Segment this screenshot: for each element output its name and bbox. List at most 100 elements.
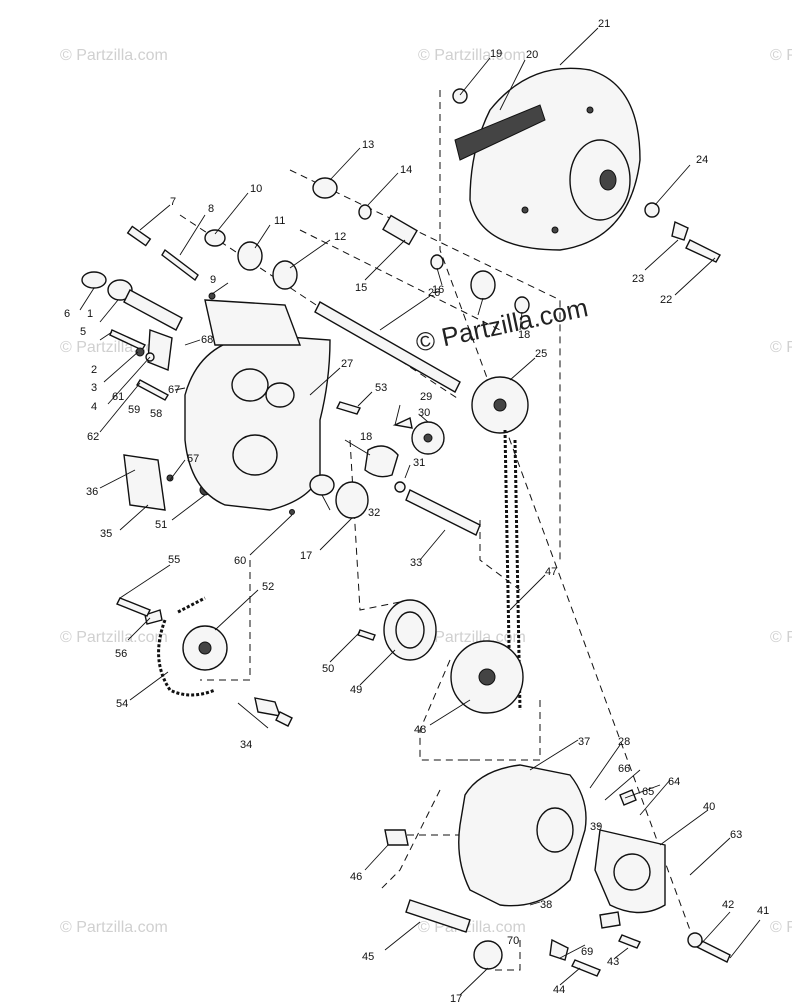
callout-64: 64 bbox=[668, 776, 680, 788]
snap-ring bbox=[394, 481, 406, 493]
gear-center bbox=[395, 611, 425, 649]
drive-chain bbox=[177, 596, 206, 614]
callout-27: 27 bbox=[341, 358, 353, 370]
drive-belt bbox=[454, 104, 546, 161]
callout-33: 33 bbox=[410, 557, 422, 569]
callout-59: 59 bbox=[128, 404, 140, 416]
bolt bbox=[208, 292, 216, 300]
callout-17-lower: 17 bbox=[450, 993, 462, 1005]
callout-63: 63 bbox=[730, 829, 742, 841]
shift-arm bbox=[123, 289, 183, 331]
gear-hub bbox=[423, 433, 433, 443]
gasket-hole bbox=[613, 853, 651, 891]
callout-68: 68 bbox=[201, 334, 213, 346]
dash-line bbox=[379, 789, 441, 891]
callout-34: 34 bbox=[240, 739, 252, 751]
spacer bbox=[382, 214, 418, 246]
callout-65: 65 bbox=[642, 786, 654, 798]
callout-2: 2 bbox=[91, 364, 97, 376]
callout-69: 69 bbox=[581, 946, 593, 958]
callout-9: 9 bbox=[210, 274, 216, 286]
washer bbox=[81, 271, 107, 289]
nut bbox=[135, 347, 145, 357]
assembly-lines bbox=[179, 90, 691, 971]
watermark: © Partzilla.com bbox=[770, 47, 792, 64]
callout-11: 11 bbox=[274, 215, 285, 227]
case-bore bbox=[265, 382, 295, 408]
sprocket bbox=[272, 260, 298, 290]
clutch-bore bbox=[599, 169, 617, 191]
dash-line bbox=[200, 560, 251, 681]
watermark: © Partzilla.com bbox=[418, 629, 526, 646]
input-shaft bbox=[314, 301, 461, 393]
callout-7: 7 bbox=[170, 196, 176, 208]
dash-line bbox=[479, 520, 521, 591]
callout-70: 70 bbox=[507, 935, 519, 947]
dash-line bbox=[299, 229, 501, 331]
bearing bbox=[473, 940, 503, 970]
callout-58: 58 bbox=[150, 408, 162, 420]
callout-12: 12 bbox=[334, 231, 346, 243]
lower-gears bbox=[357, 599, 524, 714]
callout-labels: 1 2 3 4 5 6 7 8 9 10 11 12 13 14 15 16 1… bbox=[64, 18, 769, 1005]
callout-53: 53 bbox=[375, 382, 387, 394]
callout-31: 31 bbox=[413, 457, 425, 469]
callout-28: 28 bbox=[618, 736, 630, 748]
middle-parts bbox=[309, 416, 481, 536]
clutch-bolt-hole bbox=[551, 226, 559, 234]
callout-38: 38 bbox=[540, 899, 552, 911]
callout-42: 42 bbox=[722, 899, 734, 911]
pin bbox=[161, 248, 199, 282]
drive-clutch bbox=[452, 67, 721, 263]
dash-line bbox=[490, 940, 521, 971]
callout-52: 52 bbox=[262, 581, 274, 593]
seal bbox=[309, 474, 335, 496]
case-bore bbox=[232, 434, 278, 476]
callout-60: 60 bbox=[234, 555, 246, 567]
bolt bbox=[136, 379, 169, 401]
callout-19: 19 bbox=[490, 48, 502, 60]
callout-39: 39 bbox=[590, 821, 602, 833]
bearing bbox=[470, 270, 496, 300]
callout-18-mid: 18 bbox=[360, 431, 372, 443]
callout-49: 49 bbox=[350, 684, 362, 696]
watermark-group: © Partzilla.com © Partzilla.com © Partzi… bbox=[60, 47, 792, 936]
callout-29: 29 bbox=[420, 391, 432, 403]
callout-10: 10 bbox=[250, 183, 262, 195]
callout-23: 23 bbox=[632, 273, 644, 285]
callout-15: 15 bbox=[355, 282, 367, 294]
callout-61: 61 bbox=[112, 391, 124, 403]
clip bbox=[619, 789, 637, 806]
clutch-bolt-hole bbox=[586, 106, 594, 114]
watermark: © Partzilla.com bbox=[770, 629, 792, 646]
clutch-bolt-hole bbox=[521, 206, 529, 214]
dog bbox=[392, 416, 413, 429]
callout-32: 32 bbox=[368, 507, 380, 519]
callout-24: 24 bbox=[696, 154, 708, 166]
shift-fork bbox=[364, 445, 399, 478]
case-half bbox=[184, 334, 331, 511]
callout-22: 22 bbox=[660, 294, 672, 306]
upper-shaft-parts bbox=[126, 177, 530, 711]
tensioner bbox=[144, 609, 163, 625]
callout-67: 67 bbox=[168, 384, 180, 396]
sprocket-hub bbox=[198, 641, 212, 655]
seal bbox=[204, 229, 226, 247]
leader-lines bbox=[79, 27, 761, 996]
callout-66: 66 bbox=[618, 763, 630, 775]
dash-line bbox=[289, 169, 561, 560]
case-bore bbox=[231, 368, 269, 402]
callout-4: 4 bbox=[91, 401, 97, 413]
bolt bbox=[166, 474, 174, 482]
washer bbox=[687, 932, 703, 948]
dash-line bbox=[179, 214, 461, 401]
callout-13: 13 bbox=[362, 139, 374, 151]
bolt bbox=[357, 629, 376, 641]
bolt bbox=[618, 934, 641, 949]
dash-line bbox=[419, 659, 480, 761]
master-link bbox=[254, 697, 282, 717]
callout-20: 20 bbox=[526, 49, 538, 61]
watermark: © Partzilla.com bbox=[770, 919, 792, 936]
washer bbox=[644, 202, 660, 218]
